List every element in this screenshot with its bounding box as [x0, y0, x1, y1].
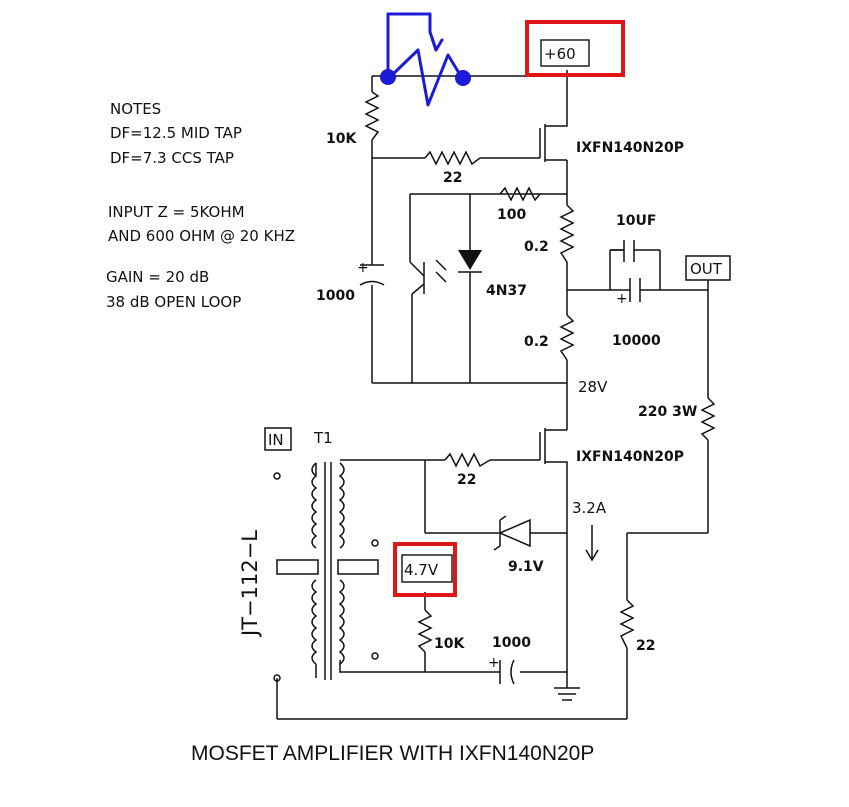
notes-line: AND 600 OHM @ 20 KHZ [108, 227, 295, 245]
current-arrow-icon [585, 525, 599, 562]
resistor-22-right [619, 599, 635, 649]
resistor-10k-bottom [417, 609, 433, 653]
supply-terminal-label: +60 [544, 45, 576, 63]
diode-4n37 [458, 250, 482, 273]
current-label: 3.2A [572, 499, 607, 517]
notes-line: NOTES [110, 100, 161, 118]
optocoupler-transistor [409, 259, 447, 295]
resistor-22-top-label: 22 [443, 170, 462, 186]
supply-highlight-box [525, 20, 625, 77]
resistor-220-3w-label: 220 3W [638, 404, 697, 420]
resistor-22-right-label: 22 [636, 638, 655, 654]
resistor-10k-top-label: 10K [326, 131, 357, 147]
in-terminal-label: IN [268, 431, 284, 449]
node-47v-label: 4.7V [404, 561, 439, 579]
node-47v-box [401, 554, 453, 583]
resistor-220-3w [700, 397, 716, 441]
out-terminal-label: OUT [690, 260, 723, 278]
out-terminal [685, 255, 731, 281]
capacitor-1000-bottom-label: 1000 [492, 635, 531, 651]
resistor-100 [499, 186, 541, 202]
supply-terminal [540, 39, 590, 67]
resistor-22-bottom [444, 452, 491, 468]
zener-diode-label: 9.1V [508, 559, 544, 575]
notes-block: NOTES DF=12.5 MID TAP DF=7.3 CCS TAP INP… [106, 100, 295, 311]
notes-line: GAIN = 20 dB [106, 268, 209, 286]
capacitor-10uf [610, 240, 646, 262]
resistor-0.2-lower-label: 0.2 [524, 334, 549, 350]
capacitor-1000-bottom: + [488, 655, 515, 685]
transformer-label: JT−112−L [238, 530, 262, 638]
resistor-0.2-upper-label: 0.2 [524, 239, 549, 255]
svg-text:+: + [357, 260, 369, 276]
resistor-10k-bottom-label: 10K [434, 636, 465, 652]
capacitor-1000-left-label: 1000 [316, 288, 355, 304]
mosfet-top-label: IXFN140N20P [576, 140, 684, 156]
resistor-100-label: 100 [497, 207, 526, 223]
t1-label: T1 [313, 429, 333, 447]
resistor-22-top [424, 150, 481, 166]
hand-drawn-pot-sketch [380, 12, 471, 107]
diagram-title: MOSFET AMPLIFIER WITH IXFN140N20P [191, 742, 594, 765]
diode-4n37-label: 4N37 [486, 283, 527, 299]
mosfet-bottom [539, 428, 568, 475]
ground-icon [554, 687, 580, 701]
capacitor-10000-label: 10000 [612, 333, 661, 349]
resistor-10k-top [364, 91, 380, 141]
capacitor-10000: + [610, 278, 660, 307]
resistor-0.2-upper [559, 204, 575, 263]
capacitor-10uf-label: 10UF [616, 213, 656, 229]
mosfet-bottom-label: IXFN140N20P [576, 449, 684, 465]
notes-line: INPUT Z = 5KOHM [108, 203, 245, 221]
svg-text:+: + [488, 655, 500, 671]
notes-line: DF=7.3 CCS TAP [110, 149, 234, 167]
capacitor-1000-left: + [357, 260, 385, 286]
transformer-t1 [273, 462, 379, 682]
resistor-0.2-lower [559, 314, 575, 361]
mosfet-top [539, 122, 568, 162]
in-terminal [264, 427, 292, 451]
node-47v-highlight-box [393, 542, 457, 597]
zener-diode [493, 515, 540, 551]
svg-text:+: + [616, 291, 628, 307]
notes-line: DF=12.5 MID TAP [110, 124, 242, 142]
bottom-wires [276, 459, 708, 720]
notes-line: 38 dB OPEN LOOP [106, 293, 241, 311]
resistor-22-bottom-label: 22 [457, 472, 476, 488]
node-28v-label: 28V [578, 378, 608, 396]
